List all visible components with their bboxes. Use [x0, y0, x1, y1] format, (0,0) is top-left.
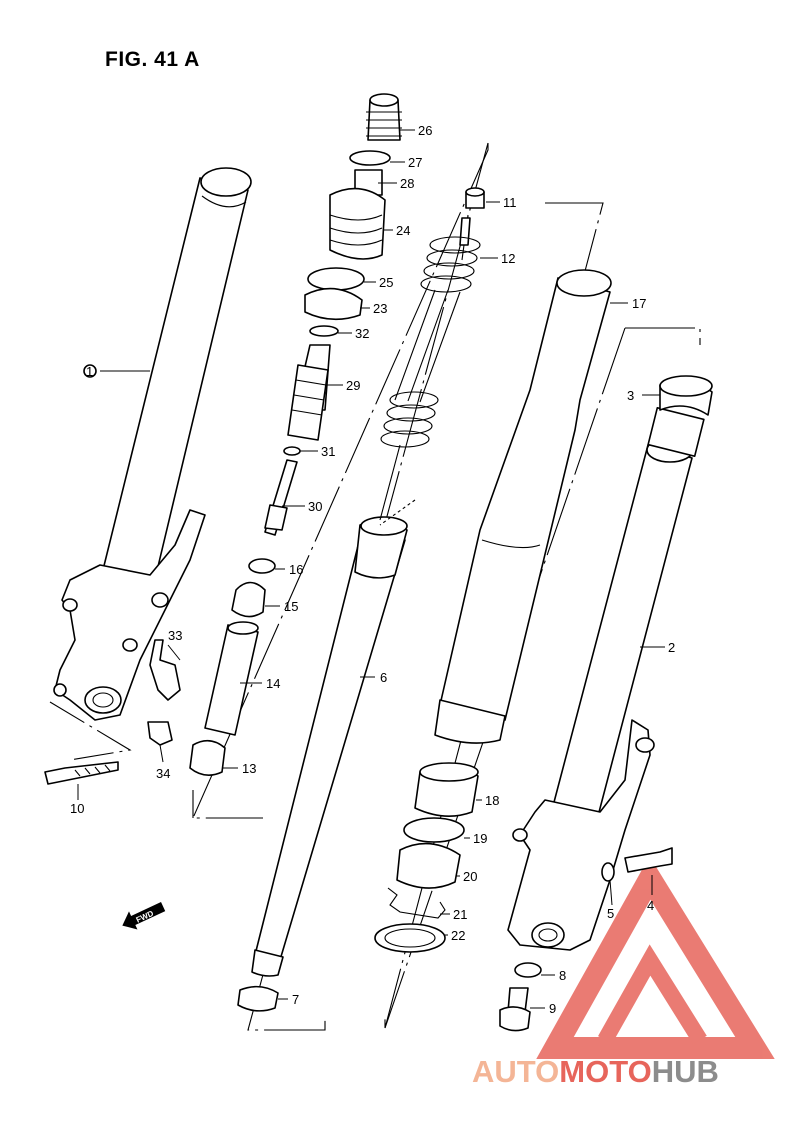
svg-text:AUTOMOTOHUB: AUTOMOTOHUB: [472, 1054, 719, 1089]
part-label-30: 30: [308, 499, 322, 514]
damper-components: [189, 344, 331, 776]
watermark-part-moto: MOTO: [559, 1054, 651, 1089]
part-label-20: 20: [463, 869, 477, 884]
part-label-10: 10: [70, 801, 84, 816]
seals-and-bushes: [237, 187, 485, 1012]
part-label-24: 24: [396, 223, 410, 238]
part-label-12: 12: [501, 251, 515, 266]
right-outer-tube: [507, 406, 705, 951]
part-label-15: 15: [284, 599, 298, 614]
watermark-logo: [536, 856, 775, 1059]
part-label-8: 8: [559, 968, 566, 983]
part-label-13: 13: [242, 761, 256, 776]
hardware: [44, 639, 673, 1032]
damper-rod: [251, 499, 416, 977]
part-label-1: 1: [86, 364, 93, 379]
part-label-2: 2: [668, 640, 675, 655]
forward-direction-marker: FWD: [122, 902, 166, 930]
part-label-3: 3: [627, 388, 634, 403]
inner-tube: [434, 269, 612, 744]
part-label-17: 17: [632, 296, 646, 311]
part-labels: 1 2 3 4 5 6 7 8 9 10 11 12 13 14 15 16 1…: [70, 123, 675, 1016]
watermark-part-hub: HUB: [652, 1054, 719, 1089]
part-label-18: 18: [485, 793, 499, 808]
part-label-19: 19: [473, 831, 487, 846]
part-label-16: 16: [289, 562, 303, 577]
part-label-26: 26: [418, 123, 432, 138]
part-label-5: 5: [607, 906, 614, 921]
part-label-6: 6: [380, 670, 387, 685]
part-label-34: 34: [156, 766, 170, 781]
fwd-label: FWD: [135, 909, 156, 925]
leader-lines: [77, 129, 665, 1009]
part-label-9: 9: [549, 1001, 556, 1016]
part-label-28: 28: [400, 176, 414, 191]
figure-title: FIG. 41 A: [105, 48, 200, 71]
part-label-22: 22: [451, 928, 465, 943]
part-label-32: 32: [355, 326, 369, 341]
fork-spring: [379, 214, 481, 521]
part-label-11: 11: [503, 195, 517, 210]
part-label-21: 21: [453, 907, 467, 922]
part-label-27: 27: [408, 155, 422, 170]
part-label-14: 14: [266, 676, 280, 691]
part-label-4: 4: [647, 898, 654, 913]
part-label-33: 33: [168, 628, 182, 643]
left-outer-tube: [53, 167, 252, 721]
part-label-7: 7: [292, 992, 299, 1007]
part-label-31: 31: [321, 444, 335, 459]
dust-seal: [659, 375, 713, 416]
part-label-29: 29: [346, 378, 360, 393]
watermark-part-auto: AUTO: [472, 1054, 559, 1089]
cap-bolt-assembly: [304, 93, 402, 337]
part-label-23: 23: [373, 301, 387, 316]
part-label-25: 25: [379, 275, 393, 290]
watermark-text: AUTOMOTOHUB: [472, 1054, 719, 1089]
